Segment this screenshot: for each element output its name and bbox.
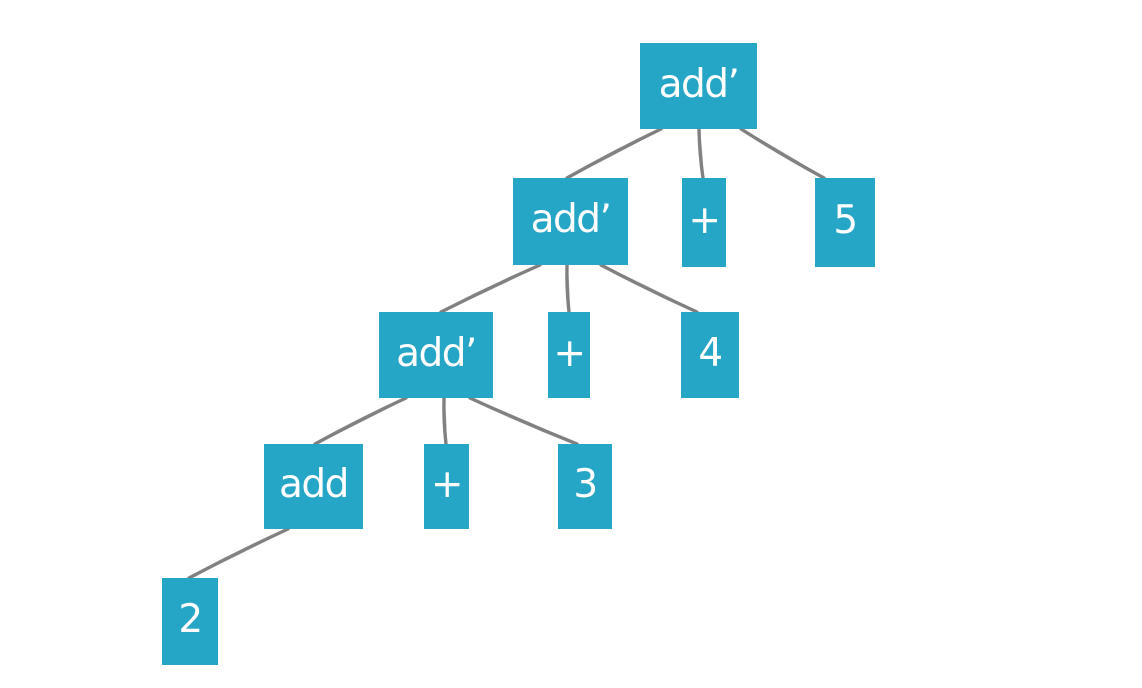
tree-edge-l3-add-prime-l4-plus: [442, 396, 448, 446]
tree-edge-l2-add-prime-l3-add-prime: [439, 263, 542, 314]
tree-node-l3-four: 4: [681, 312, 739, 398]
tree-edge-sketch-l4-add-l5-two: [188, 528, 289, 579]
tree-edge-sketch-l2-add-prime-l3-add-prime: [440, 264, 541, 313]
tree-edge-sketch-l3-add-prime-l4-plus: [443, 397, 447, 445]
tree-node-l5-two: 2: [162, 578, 218, 665]
tree-edge-l2-add-prime-l3-four: [599, 263, 699, 314]
tree-edge-sketch-l2-add-prime-l3-plus: [566, 264, 570, 313]
tree-node-l2-add-prime: add’: [513, 178, 628, 265]
tree-edge-sketch-l3-add-prime-l4-three: [469, 397, 578, 445]
tree-edge-root-add-prime-l2-plus: [697, 127, 705, 180]
tree-edge-l3-add-prime-l4-add: [313, 396, 408, 446]
tree-node-l4-three: 3: [558, 444, 612, 529]
tree-edge-root-add-prime-l2-add-prime: [565, 127, 663, 180]
tree-node-l2-plus: +: [682, 178, 726, 267]
tree-edge-sketch-l3-add-prime-l4-add: [314, 397, 407, 445]
tree-edge-root-add-prime-l2-five: [739, 127, 826, 180]
tree-edge-l3-add-prime-l4-three: [468, 396, 579, 446]
tree-edge-sketch-root-add-prime-l2-five: [740, 128, 825, 179]
tree-node-l4-add: add: [264, 444, 363, 529]
tree-node-l4-plus: +: [424, 444, 469, 529]
tree-node-l3-add-prime: add’: [379, 312, 493, 398]
tree-edge-sketch-l2-add-prime-l3-four: [600, 264, 698, 313]
tree-edge-sketch-root-add-prime-l2-add-prime: [566, 128, 662, 179]
tree-node-l2-five: 5: [815, 178, 875, 267]
tree-edge-l4-add-l5-two: [187, 527, 290, 580]
tree-edge-sketch-root-add-prime-l2-plus: [698, 128, 704, 179]
tree-node-root-add-prime: add’: [640, 43, 757, 129]
tree-node-l3-plus: +: [548, 312, 590, 398]
tree-edge-l2-add-prime-l3-plus: [565, 263, 571, 314]
